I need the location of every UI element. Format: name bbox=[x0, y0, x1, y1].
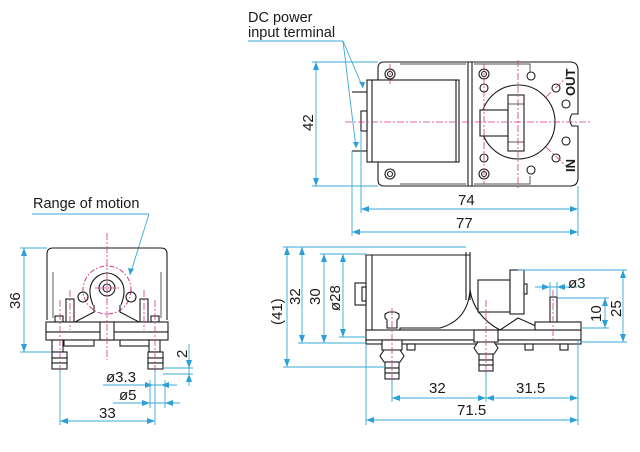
dim-top-overall-length: 77 bbox=[456, 215, 473, 232]
dim-side-right-height: 25 bbox=[608, 300, 625, 317]
dim-side-pin-dia: ø3 bbox=[568, 275, 586, 292]
side-dimensions bbox=[283, 246, 627, 425]
dim-side-overall-length: 71.5 bbox=[457, 402, 486, 419]
dim-side-mount-left: 32 bbox=[429, 380, 446, 397]
dim-end-hole-dia: ø3.3 bbox=[106, 369, 136, 386]
top-view: DC power input terminal bbox=[248, 10, 590, 236]
range-leader bbox=[32, 213, 150, 276]
dim-end-step: 2 bbox=[174, 350, 191, 358]
dim-side-height-32: 32 bbox=[287, 288, 304, 305]
side-centerlines bbox=[391, 290, 554, 385]
dim-side-motor-dia: ø28 bbox=[327, 285, 344, 311]
end-view: Range of motion bbox=[7, 196, 193, 425]
dc-power-leader bbox=[248, 40, 365, 149]
end-dimensions bbox=[20, 247, 193, 425]
dim-side-overall-height: (41) bbox=[269, 298, 286, 325]
dim-top-inner-length: 74 bbox=[458, 192, 475, 209]
top-centerlines bbox=[345, 60, 590, 190]
end-feet bbox=[51, 339, 164, 370]
dim-side-height-30: 30 bbox=[307, 288, 324, 305]
top-motor-body bbox=[366, 79, 460, 163]
out-port-label: OUT bbox=[563, 69, 578, 97]
dim-top-height: 42 bbox=[300, 114, 317, 131]
top-dimensions bbox=[312, 61, 579, 236]
dim-side-mount-right: 31.5 bbox=[516, 380, 545, 397]
top-base-plate bbox=[377, 61, 579, 187]
dim-end-boss-dia: ø5 bbox=[119, 387, 137, 404]
dc-power-label-line1: DC power bbox=[248, 10, 313, 26]
side-pump-head bbox=[477, 279, 511, 313]
end-centerlines bbox=[59, 233, 156, 372]
dim-end-mount-spacing: 33 bbox=[99, 405, 116, 422]
side-feet bbox=[379, 311, 499, 380]
dim-side-pin-height: 10 bbox=[588, 305, 605, 322]
dc-power-label-line2: input terminal bbox=[248, 25, 335, 41]
dim-end-height: 36 bbox=[7, 292, 24, 309]
in-port-label: IN bbox=[563, 159, 578, 172]
side-view: (41) 32 30 ø28 ø3 10 25 32 31.5 71.5 bbox=[269, 246, 627, 425]
side-motor-housing bbox=[365, 254, 471, 336]
range-of-motion-label: Range of motion bbox=[33, 196, 139, 212]
